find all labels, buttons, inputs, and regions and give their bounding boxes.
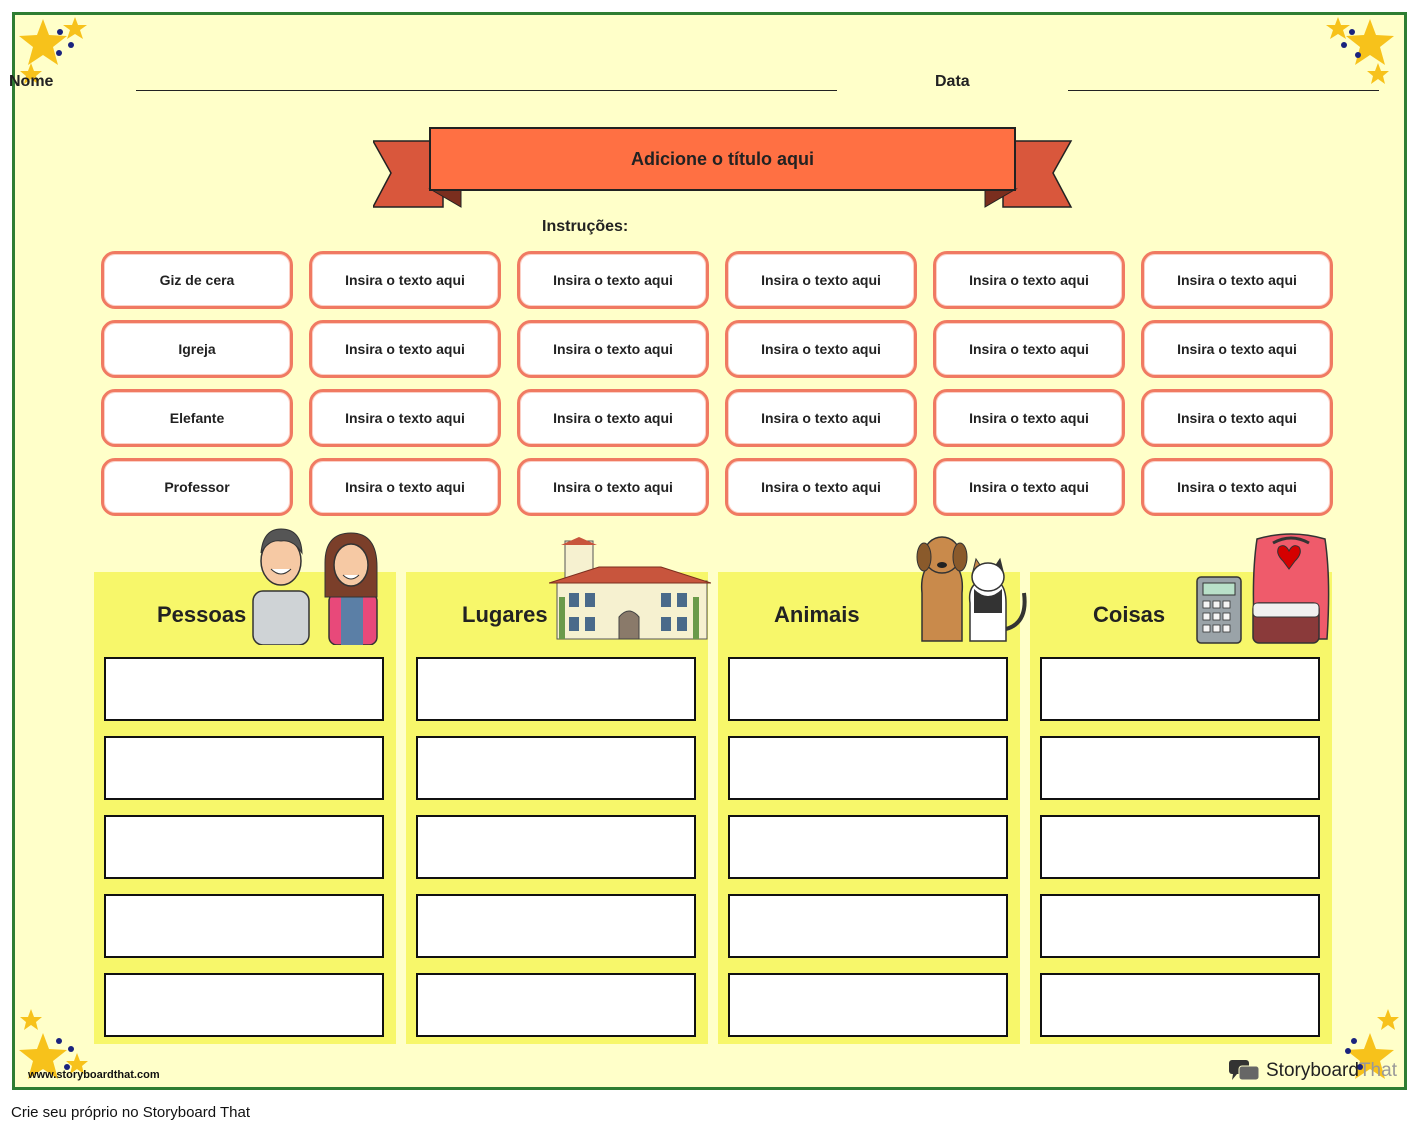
brand-name-suffix: That bbox=[1358, 1060, 1397, 1081]
name-label: Nome bbox=[9, 73, 54, 90]
answer-box[interactable] bbox=[728, 973, 1008, 1037]
answer-box[interactable] bbox=[1040, 736, 1320, 800]
word-box-given[interactable]: Giz de cera bbox=[101, 251, 293, 309]
answer-box[interactable] bbox=[104, 894, 384, 958]
answer-box[interactable] bbox=[1040, 894, 1320, 958]
word-box-input[interactable]: Insira o texto aqui bbox=[309, 320, 501, 378]
answer-box[interactable] bbox=[728, 736, 1008, 800]
answer-box[interactable] bbox=[104, 815, 384, 879]
answer-box[interactable] bbox=[416, 894, 696, 958]
people-icon bbox=[252, 528, 378, 645]
word-box-input[interactable]: Insira o texto aqui bbox=[309, 389, 501, 447]
word-box-input[interactable]: Insira o texto aqui bbox=[517, 389, 709, 447]
answer-box[interactable] bbox=[728, 657, 1008, 721]
category-title: Coisas bbox=[1093, 602, 1166, 627]
answer-box[interactable] bbox=[1040, 657, 1320, 721]
answer-box[interactable] bbox=[416, 736, 696, 800]
corner-stars-top-right bbox=[1326, 17, 1394, 84]
word-box-given[interactable]: Elefante bbox=[101, 389, 293, 447]
answer-box[interactable] bbox=[104, 973, 384, 1037]
word-box-input[interactable]: Insira o texto aqui bbox=[1141, 251, 1333, 309]
answer-box[interactable] bbox=[416, 657, 696, 721]
answer-box[interactable] bbox=[104, 736, 384, 800]
answer-box[interactable] bbox=[104, 657, 384, 721]
category-title: Animais bbox=[774, 602, 860, 627]
word-box-input[interactable]: Insira o texto aqui bbox=[309, 251, 501, 309]
answer-box[interactable] bbox=[416, 815, 696, 879]
corner-stars-bottom-right bbox=[1345, 1009, 1399, 1079]
word-box-input[interactable]: Insira o texto aqui bbox=[517, 251, 709, 309]
answer-box[interactable] bbox=[1040, 973, 1320, 1037]
word-box-input[interactable]: Insira o texto aqui bbox=[1141, 389, 1333, 447]
word-box-given[interactable]: Professor bbox=[101, 458, 293, 516]
answer-box[interactable] bbox=[728, 815, 1008, 879]
category-column-coisas: Coisas bbox=[1030, 572, 1332, 1044]
word-box-input[interactable]: Insira o texto aqui bbox=[1141, 320, 1333, 378]
answer-box[interactable] bbox=[1040, 815, 1320, 879]
category-column-animais: Animais bbox=[718, 572, 1020, 1044]
corner-stars-top-left bbox=[19, 17, 87, 84]
category-title: Pessoas bbox=[157, 602, 247, 627]
title-text[interactable]: Adicione o título aqui bbox=[631, 148, 814, 169]
footer-link[interactable]: Crie seu próprio no Storyboard That bbox=[11, 1104, 251, 1121]
word-box-input[interactable]: Insira o texto aqui bbox=[933, 320, 1125, 378]
date-line[interactable] bbox=[1068, 90, 1379, 91]
watermark-url: www.storyboardthat.com bbox=[28, 1069, 160, 1081]
word-box-input[interactable]: Insira o texto aqui bbox=[725, 251, 917, 309]
worksheet-page: Nome Data Adicione o título aqui Instruç… bbox=[9, 12, 1407, 1090]
word-box-input[interactable]: Insira o texto aqui bbox=[933, 389, 1125, 447]
name-line[interactable] bbox=[136, 90, 837, 91]
word-box-input[interactable]: Insira o texto aqui bbox=[309, 458, 501, 516]
word-box-input[interactable]: Insira o texto aqui bbox=[1141, 458, 1333, 516]
word-box-input[interactable]: Insira o texto aqui bbox=[517, 458, 709, 516]
word-box-input[interactable]: Insira o texto aqui bbox=[725, 458, 917, 516]
title-banner bbox=[373, 127, 1073, 208]
category-column-lugares: Lugares bbox=[406, 572, 708, 1044]
word-box-input[interactable]: Insira o texto aqui bbox=[517, 320, 709, 378]
answer-box[interactable] bbox=[416, 973, 696, 1037]
corner-stars-bottom-left bbox=[19, 1009, 88, 1079]
category-column-pessoas: Pessoas bbox=[94, 572, 396, 1044]
word-box-given[interactable]: Igreja bbox=[101, 320, 293, 378]
word-box-input[interactable]: Insira o texto aqui bbox=[933, 458, 1125, 516]
word-box-input[interactable]: Insira o texto aqui bbox=[933, 251, 1125, 309]
dog-cat-icon bbox=[916, 536, 1027, 642]
backpack-calculator-icon bbox=[1196, 533, 1330, 644]
building-icon bbox=[549, 537, 711, 640]
word-box-input[interactable]: Insira o texto aqui bbox=[725, 320, 917, 378]
answer-box[interactable] bbox=[728, 894, 1008, 958]
date-label: Data bbox=[935, 73, 970, 90]
brand-name: Storyboard bbox=[1266, 1060, 1359, 1081]
word-box-input[interactable]: Insira o texto aqui bbox=[725, 389, 917, 447]
category-title: Lugares bbox=[462, 602, 548, 627]
instructions-label: Instruções: bbox=[542, 218, 629, 235]
speech-bubbles-icon bbox=[1229, 1060, 1260, 1081]
